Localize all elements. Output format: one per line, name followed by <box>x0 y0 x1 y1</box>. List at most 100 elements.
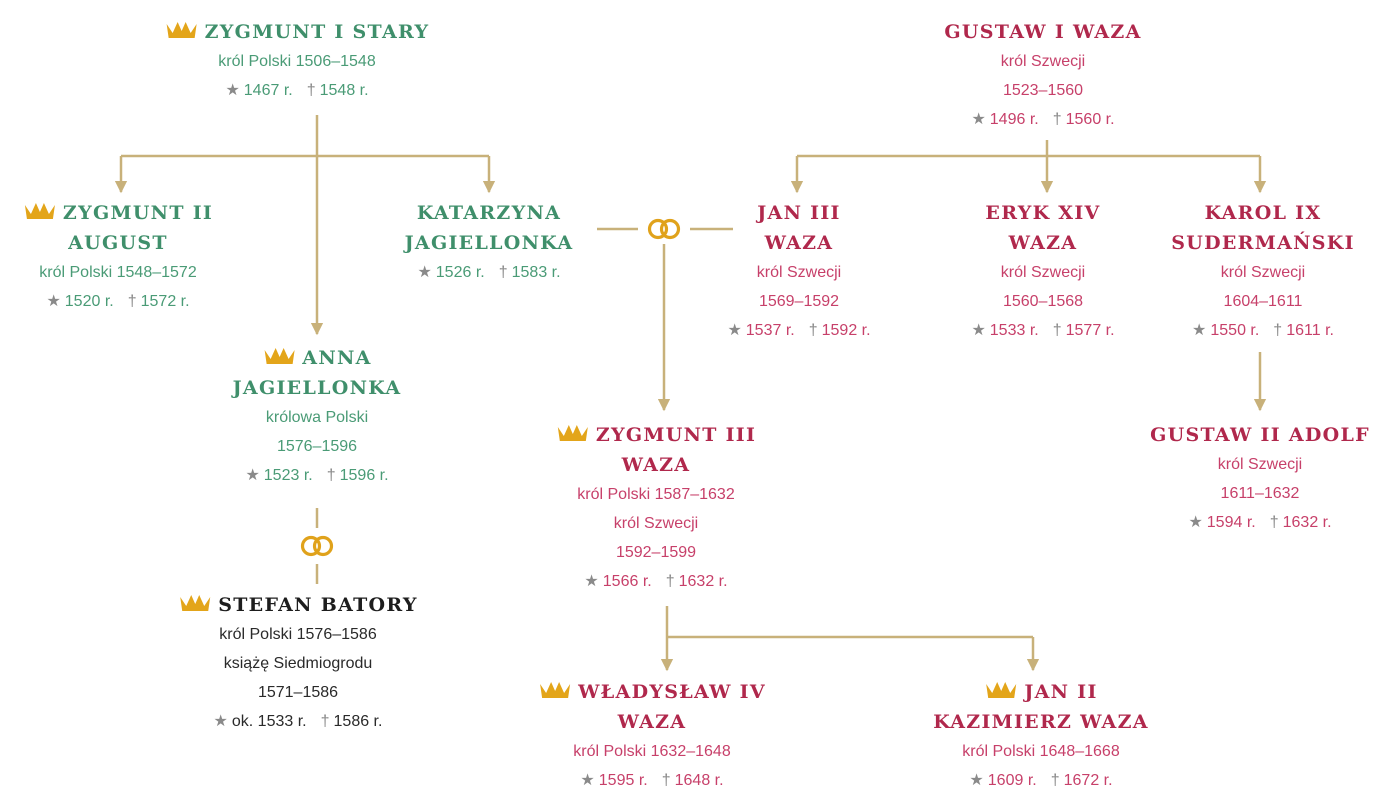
person-name: WAZA <box>1008 232 1078 254</box>
death-year: 1548 r. <box>319 82 369 99</box>
birth-year: 1523 r. <box>263 467 313 484</box>
crown-icon <box>984 679 1018 701</box>
person-name: GUSTAW I WAZA <box>944 21 1142 43</box>
person-name: ERYK XIV <box>985 202 1101 224</box>
death-year: 1572 r. <box>140 293 190 310</box>
reign-info: 1592–1599 <box>615 544 697 561</box>
cross-icon: † <box>306 82 316 99</box>
reign-info: 1604–1611 <box>1223 293 1303 310</box>
cross-icon: † <box>326 467 336 484</box>
person-name: JAGIELLONKA <box>404 232 574 254</box>
star-icon: ★ <box>969 772 984 789</box>
life-dates: ★1609 r.†1672 r. <box>933 766 1149 795</box>
birth-year: 1533 r. <box>989 322 1039 339</box>
reign-info: król Szwecji <box>1217 456 1303 473</box>
wedding-rings-icon <box>300 535 334 557</box>
person-name: WAZA <box>764 232 834 254</box>
person-name: KAZIMIERZ WAZA <box>933 711 1149 733</box>
reign-info: król Szwecji <box>1000 264 1086 281</box>
reign-info: król Polski 1648–1668 <box>962 743 1120 760</box>
life-dates: ★1537 r.†1592 r. <box>727 316 870 345</box>
life-dates: ★1550 r.†1611 r. <box>1171 316 1355 345</box>
death-year: 1632 r. <box>1282 514 1332 531</box>
person-jan-iii-waza: JAN III WAZA król Szwecji 1569–1592 ★1537 r.… <box>727 198 870 345</box>
death-year: 1577 r. <box>1065 322 1115 339</box>
person-name: STEFAN BATORY <box>178 590 418 620</box>
death-year: 1632 r. <box>678 573 728 590</box>
life-dates: ★1595 r.†1648 r. <box>538 766 766 795</box>
person-jan-ii-kazimierz-waza: JAN II KAZIMIERZ WAZA król Polski 1648–166… <box>933 677 1149 795</box>
life-dates: ★1526 r.†1583 r. <box>405 258 574 287</box>
person-name: JAN III <box>757 202 841 224</box>
reign-info: król Szwecji <box>1000 53 1086 70</box>
person-name: WAZA <box>621 454 691 476</box>
birth-year: 1496 r. <box>989 111 1039 128</box>
birth-year: ok. 1533 r. <box>231 713 307 730</box>
cross-icon: † <box>320 713 330 730</box>
reign-info: król Polski 1548–1572 <box>39 264 197 281</box>
person-gustaw-i-waza: GUSTAW I WAZA król Szwecji 1523–1560 ★1496 … <box>944 17 1141 134</box>
birth-year: 1594 r. <box>1206 514 1256 531</box>
star-icon: ★ <box>580 772 595 789</box>
wedding-rings-icon <box>647 218 681 240</box>
person-name: JAN II <box>933 677 1149 707</box>
life-dates: ★1496 r.†1560 r. <box>944 105 1141 134</box>
star-icon: ★ <box>213 713 228 730</box>
life-dates: ★1467 r.†1548 r. <box>165 76 430 105</box>
person-name: SUDERMAŃSKI <box>1171 232 1355 254</box>
person-name: ZYGMUNT III <box>556 420 756 450</box>
reign-info: król Szwecji <box>756 264 842 281</box>
crown-icon <box>538 679 572 701</box>
star-icon: ★ <box>584 573 599 590</box>
person-name: JAGIELLONKA <box>232 377 402 399</box>
birth-year: 1520 r. <box>64 293 114 310</box>
cross-icon: † <box>1269 514 1279 531</box>
person-name: ZYGMUNT II <box>23 198 213 228</box>
reign-info: król Szwecji <box>1220 264 1306 281</box>
reign-info: 1523–1560 <box>1002 82 1084 99</box>
crown-icon <box>556 422 590 444</box>
life-dates: ★1533 r.†1577 r. <box>971 316 1114 345</box>
star-icon: ★ <box>971 322 986 339</box>
star-icon: ★ <box>417 264 432 281</box>
reign-info: 1569–1592 <box>758 293 840 310</box>
life-dates: ★1523 r.†1596 r. <box>233 461 402 490</box>
cross-icon: † <box>127 293 137 310</box>
reign-info: król Polski 1506–1548 <box>218 53 376 70</box>
birth-year: 1609 r. <box>987 772 1037 789</box>
person-name: KATARZYNA <box>416 202 562 224</box>
death-year: 1648 r. <box>674 772 724 789</box>
death-year: 1586 r. <box>333 713 383 730</box>
cross-icon: † <box>1052 111 1062 128</box>
life-dates: ★1520 r. †1572 r. <box>23 287 213 316</box>
life-dates: ★ok. 1533 r. †1586 r. <box>178 707 418 736</box>
crown-icon <box>262 345 296 367</box>
death-year: 1611 r. <box>1286 322 1334 339</box>
reign-info: królowa Polski <box>265 409 369 426</box>
star-icon: ★ <box>1188 514 1203 531</box>
life-dates: ★1594 r. †1632 r. <box>1150 508 1370 537</box>
crown-icon <box>178 592 212 614</box>
reign-info: król Szwecji <box>613 515 699 532</box>
cross-icon: † <box>498 264 508 281</box>
reign-info: król Polski 1576–1586 <box>219 626 377 643</box>
star-icon: ★ <box>971 111 986 128</box>
star-icon: ★ <box>46 293 61 310</box>
birth-year: 1537 r. <box>745 322 795 339</box>
cross-icon: † <box>1050 772 1060 789</box>
star-icon: ★ <box>727 322 742 339</box>
life-dates: ★1566 r.†1632 r. <box>556 567 756 596</box>
person-name: WŁADYSŁAW IV <box>538 677 766 707</box>
person-name: AUGUST <box>68 232 168 254</box>
death-year: 1596 r. <box>339 467 389 484</box>
birth-year: 1526 r. <box>435 264 485 281</box>
